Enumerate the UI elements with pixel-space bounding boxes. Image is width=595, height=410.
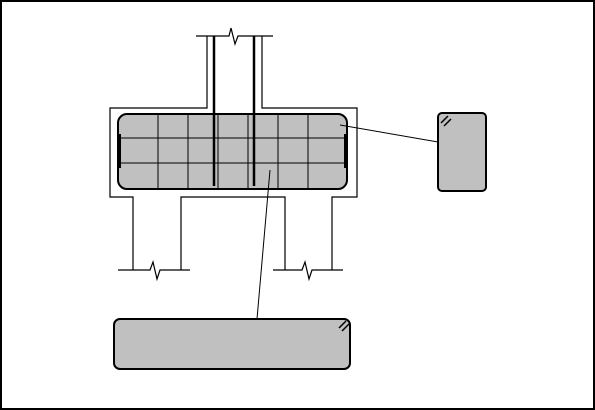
leader-to-elevation-box (256, 169, 271, 320)
cage-body (117, 113, 348, 190)
top-break-line (196, 27, 273, 47)
column-vertical-bars (212, 36, 256, 186)
leader-lines (256, 124, 439, 320)
upper-column-left-edge (109, 36, 208, 270)
cage-grid (118, 114, 347, 189)
bottom-left-break-line (118, 259, 190, 282)
rebar-cage (117, 36, 348, 190)
section-callout-box (437, 112, 487, 192)
leader-to-section-box (339, 124, 439, 143)
elevation-callout-box (113, 318, 351, 370)
cage-end-hooks (119, 134, 346, 168)
lower-columns-inner-edge (180, 196, 286, 270)
concrete-outline (109, 27, 358, 282)
bottom-right-break-line (273, 259, 343, 282)
upper-column-right-edge (261, 36, 358, 270)
